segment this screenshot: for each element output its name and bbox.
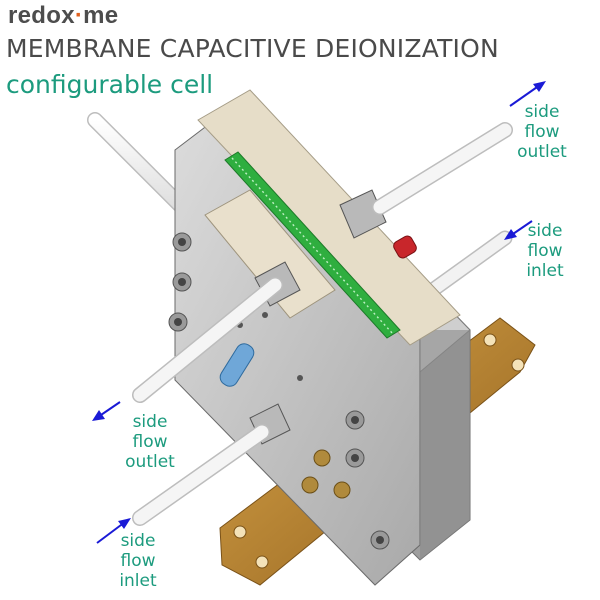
cell-body <box>174 89 471 586</box>
page-subtitle: configurable cell <box>6 70 214 99</box>
label-line: flow <box>120 551 156 571</box>
tubes-front <box>132 122 513 526</box>
label-line: flow <box>527 241 563 261</box>
label-line: side <box>524 102 560 122</box>
brand-logo-separator: · <box>74 2 84 29</box>
label-left-inlet: side flow inlet <box>108 531 168 591</box>
label-line: side <box>132 412 168 432</box>
bolts <box>168 232 390 550</box>
label-line: side <box>120 531 156 551</box>
label-left-outlet: side flow outlet <box>108 412 192 472</box>
plate-holes <box>237 312 303 381</box>
label-right-inlet: side flow inlet <box>515 221 575 281</box>
fittings <box>219 189 417 445</box>
page-title: MEMBRANE CAPACITIVE DEIONIZATION <box>6 34 499 63</box>
label-line: side <box>527 221 563 241</box>
label-line: outlet <box>125 452 175 472</box>
label-line: outlet <box>517 142 567 162</box>
label-top-right-outlet: side flow outlet <box>500 102 584 162</box>
label-line: inlet <box>526 261 564 281</box>
label-line: flow <box>524 122 560 142</box>
brand-logo: redox·me <box>8 2 118 30</box>
label-line: inlet <box>119 571 157 591</box>
brand-logo-part2: me <box>83 2 119 29</box>
brand-logo-part1: redox <box>8 2 75 29</box>
label-line: flow <box>132 432 168 452</box>
flow-arrows <box>92 81 546 544</box>
